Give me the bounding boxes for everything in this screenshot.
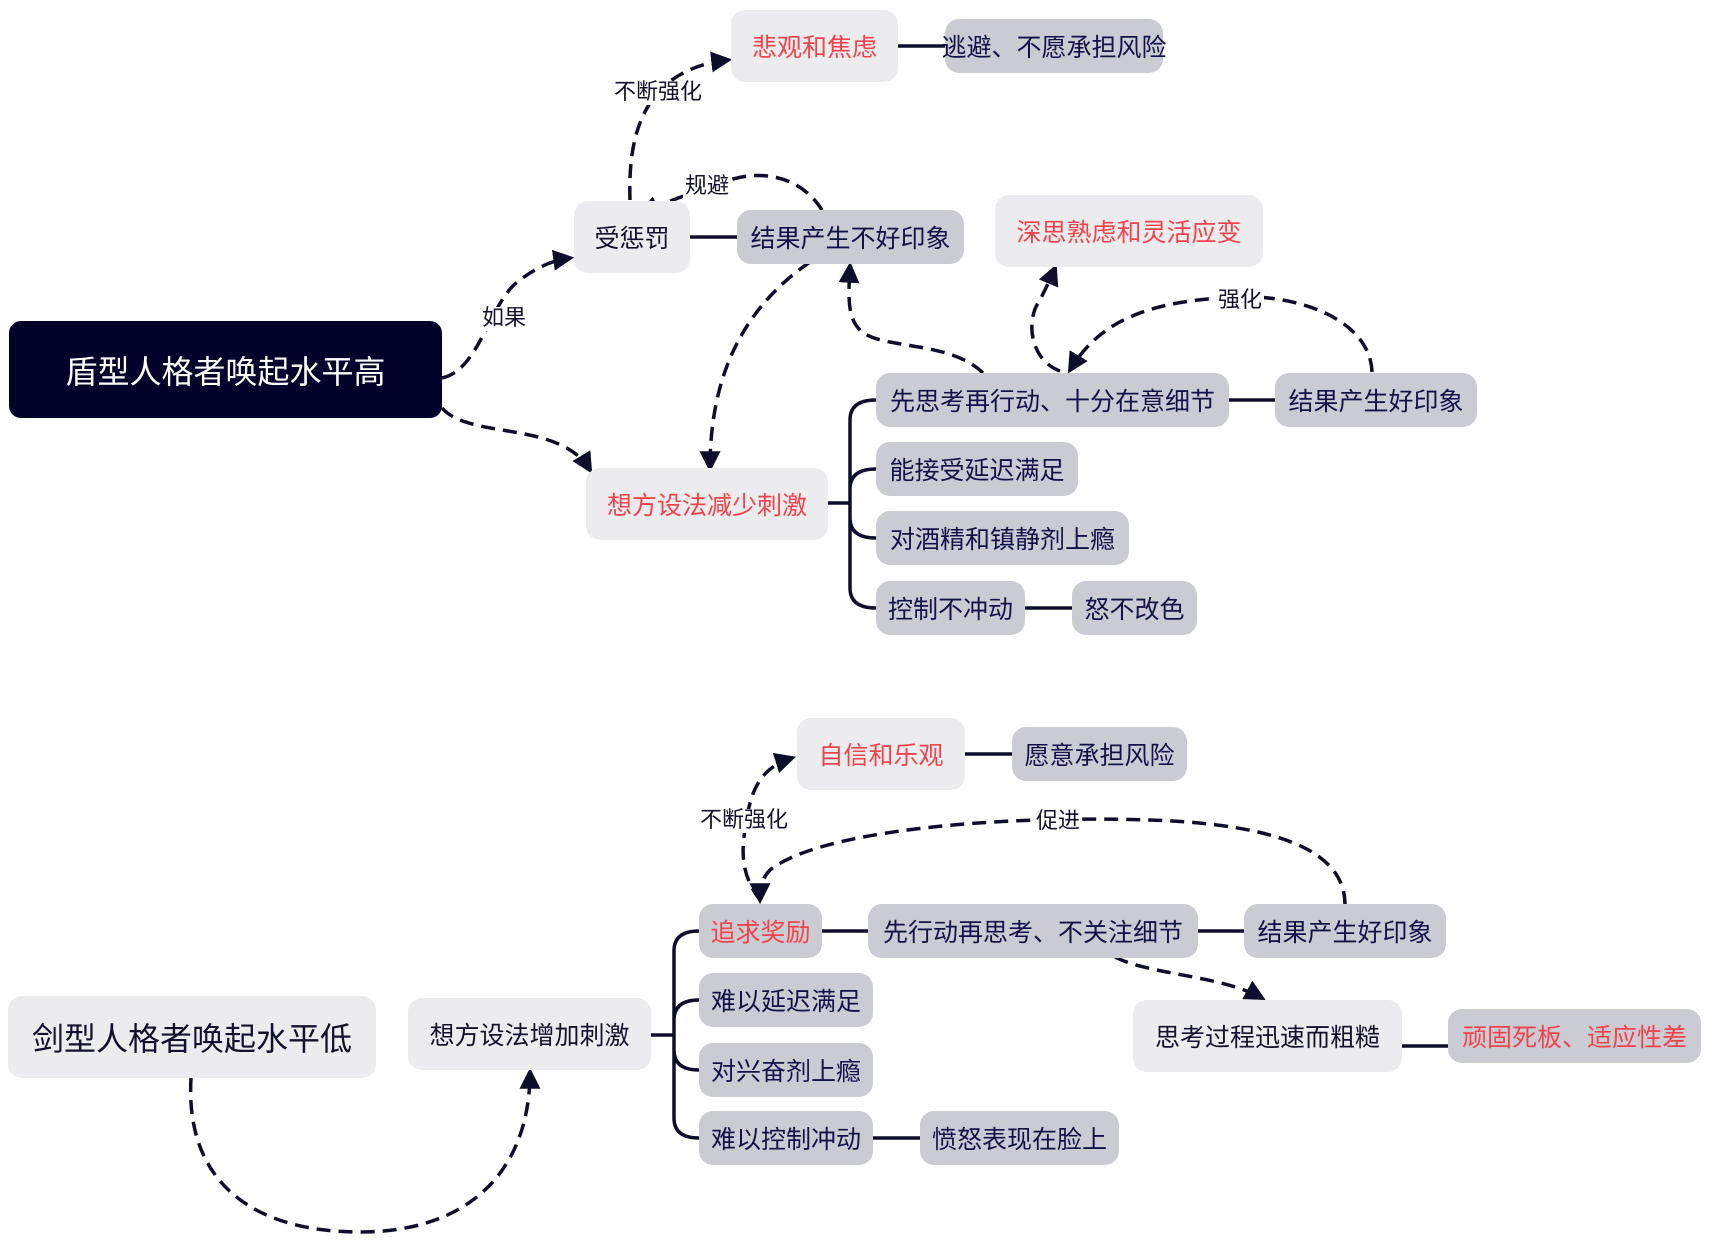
stimulant-addiction-node[interactable]: 对兴奋剂上瘾 [699, 1043, 873, 1097]
sword-good-impression-node[interactable]: 结果产生好印象 [1244, 904, 1446, 958]
avoid-risk-text: 逃避、不愿承担风险 [941, 33, 1167, 62]
sedative-addiction-text: 对酒精和镇静剂上瘾 [889, 525, 1115, 554]
anger-face-node[interactable]: 愤怒表现在脸上 [920, 1111, 1119, 1165]
calm-face-node[interactable]: 怒不改色 [1072, 581, 1197, 635]
rigid-text: 顽固死板、适应性差 [1461, 1023, 1687, 1052]
label-promote: 促进 [1034, 809, 1083, 834]
arrow-think-first-to-deliberate [1030, 264, 1061, 373]
bad-impression-node[interactable]: 结果产生不好印象 [737, 210, 964, 264]
avoid-risk-node[interactable]: 逃避、不愿承担风险 [942, 19, 1167, 73]
shield-root-text: 盾型人格者唤起水平高 [65, 352, 386, 391]
bracket-reduce-stimulus-children [828, 398, 877, 610]
bad-impression-text: 结果产生不好印象 [750, 224, 951, 253]
impulsive-text: 难以控制冲动 [710, 1125, 861, 1154]
act-first-text: 先行动再思考、不关注细节 [882, 918, 1183, 947]
fast-rough-node[interactable]: 思考过程迅速而粗糙 [1133, 1000, 1402, 1072]
take-risk-text: 愿意承担风险 [1024, 741, 1175, 770]
impulsive-node[interactable]: 难以控制冲动 [699, 1111, 873, 1165]
arrow-root-to-reduce-stimulus [440, 406, 593, 474]
increase-stimulus-text: 想方设法增加刺激 [429, 1021, 630, 1050]
stimulant-addiction-text: 对兴奋剂上瘾 [710, 1057, 861, 1086]
arrow-bad-impression-to-reduce-stimulus [699, 260, 811, 473]
sword-root-text: 剑型人格者唤起水平低 [31, 1020, 352, 1058]
anger-face-text: 愤怒表现在脸上 [931, 1125, 1107, 1154]
punished-node[interactable]: 受惩罚 [574, 201, 690, 273]
shield-good-impression-text: 结果产生好印象 [1288, 387, 1464, 416]
sword-good-impression-text: 结果产生好印象 [1257, 918, 1433, 947]
controlled-text: 控制不冲动 [887, 595, 1013, 624]
shield-root-node[interactable]: 盾型人格者唤起水平高 [9, 321, 442, 418]
no-delay-text: 难以延迟满足 [710, 987, 861, 1016]
rigid-node[interactable]: 顽固死板、适应性差 [1448, 1009, 1701, 1063]
arrow-think-first-to-bad-impression [838, 261, 985, 375]
delay-gratification-node[interactable]: 能接受延迟满足 [876, 442, 1078, 496]
arrow-act-first-to-fast-rough [1114, 955, 1266, 1001]
think-first-node[interactable]: 先思考再行动、十分在意细节 [876, 373, 1229, 427]
fast-rough-text: 思考过程迅速而粗糙 [1154, 1023, 1380, 1052]
label-if: 如果 [480, 306, 529, 331]
label-reinforce: 强化 [1216, 288, 1265, 313]
seek-reward-text: 追求奖励 [710, 918, 811, 947]
sedative-addiction-node[interactable]: 对酒精和镇静剂上瘾 [876, 511, 1129, 565]
act-first-node[interactable]: 先行动再思考、不关注细节 [868, 904, 1198, 958]
delay-gratification-text: 能接受延迟满足 [889, 456, 1065, 485]
deliberate-text: 深思熟虑和灵活应变 [1016, 218, 1242, 247]
controlled-node[interactable]: 控制不冲动 [876, 581, 1025, 635]
calm-face-text: 怒不改色 [1084, 595, 1185, 624]
reduce-stimulus-node[interactable]: 想方设法减少刺激 [586, 468, 828, 540]
increase-stimulus-node[interactable]: 想方设法增加刺激 [408, 998, 651, 1070]
think-first-text: 先思考再行动、十分在意细节 [889, 387, 1215, 416]
shield-good-impression-node[interactable]: 结果产生好印象 [1275, 373, 1477, 427]
take-risk-node[interactable]: 愿意承担风险 [1012, 727, 1187, 781]
sword-root-node[interactable]: 剑型人格者唤起水平低 [8, 996, 376, 1078]
label-reinforce-constantly-sword: 不断强化 [698, 808, 791, 833]
deliberate-node[interactable]: 深思熟虑和灵活应变 [995, 195, 1263, 267]
bracket-increase-stimulus-children [651, 929, 700, 1140]
punished-text: 受惩罚 [594, 224, 670, 253]
pessimism-text: 悲观和焦虑 [751, 33, 877, 62]
confidence-text: 自信和乐观 [818, 741, 944, 770]
seek-reward-node[interactable]: 追求奖励 [699, 904, 822, 958]
arrow-root-to-increase-stimulus [188, 1067, 541, 1234]
confidence-node[interactable]: 自信和乐观 [797, 718, 965, 790]
no-delay-node[interactable]: 难以延迟满足 [699, 973, 873, 1027]
label-reinforce-constantly-shield: 不断强化 [612, 80, 705, 105]
label-avoid: 规避 [683, 174, 732, 199]
pessimism-node[interactable]: 悲观和焦虑 [731, 10, 898, 82]
reduce-stimulus-text: 想方设法减少刺激 [606, 491, 807, 520]
